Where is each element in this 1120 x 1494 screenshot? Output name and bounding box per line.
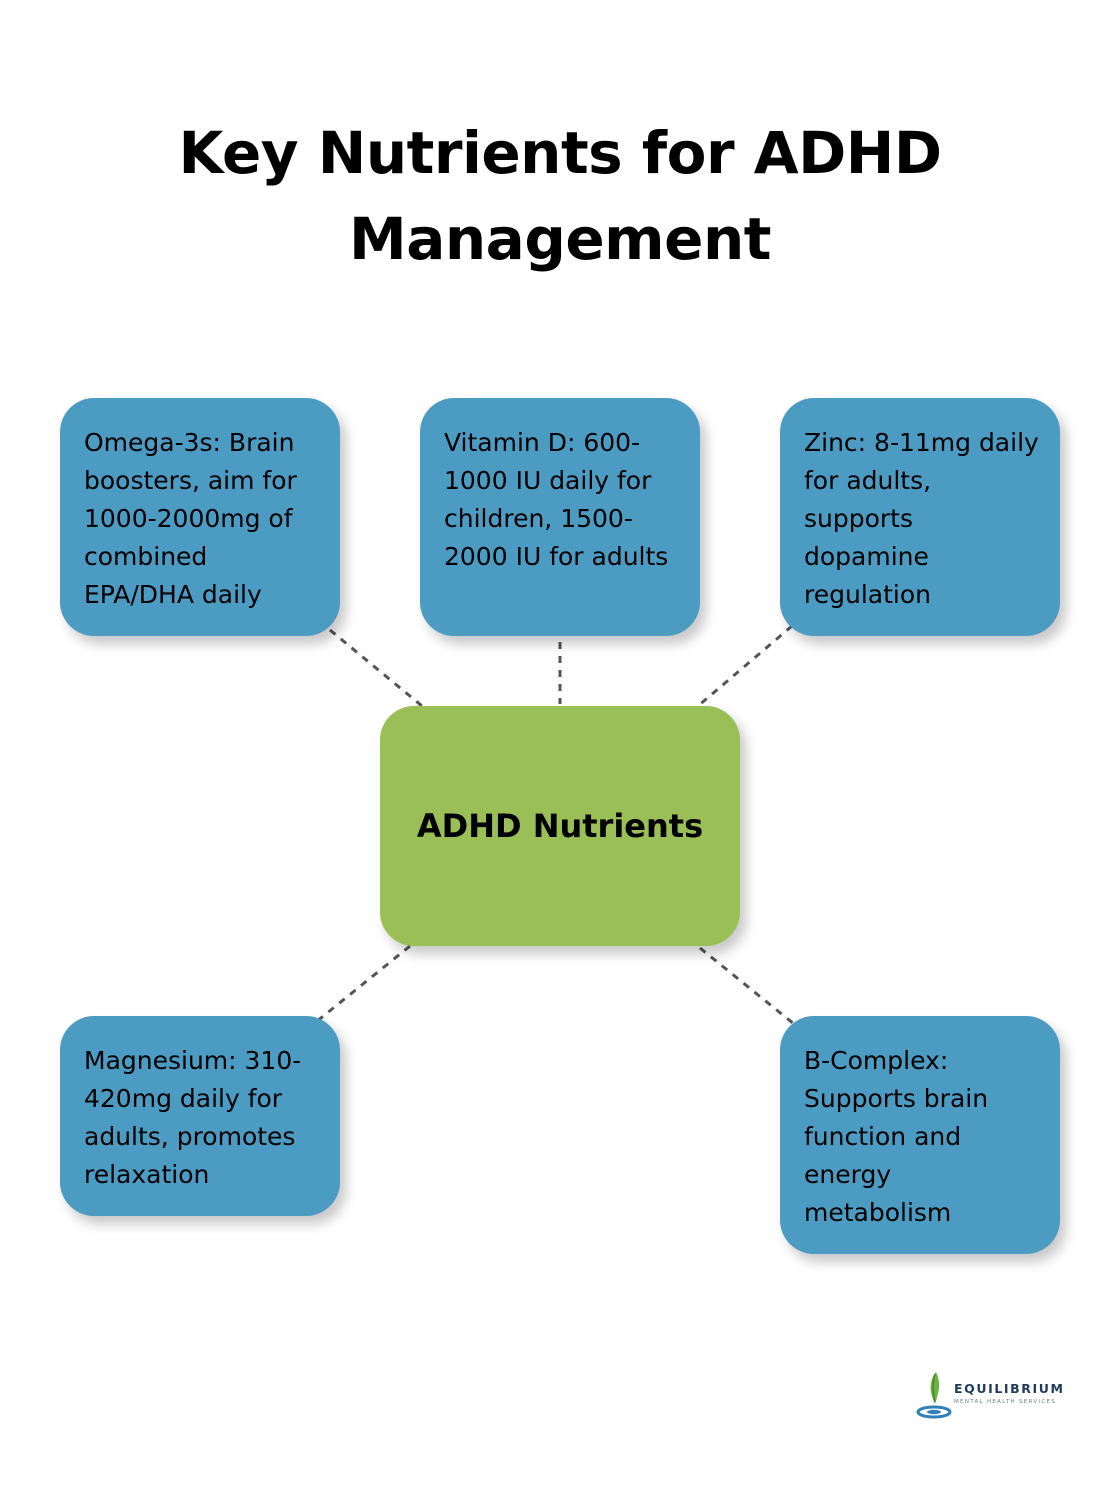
- connector-b-complex: [699, 946, 795, 1026]
- center-node-label: ADHD Nutrients: [416, 807, 704, 845]
- center-node: ADHD Nutrients: [380, 706, 740, 946]
- node-omega-3s-text: Omega-3s: Brain boosters, aim for 1000-2…: [84, 428, 297, 609]
- node-b-complex: B-Complex: Supports brain function and e…: [780, 1016, 1060, 1254]
- node-b-complex-text: B-Complex: Supports brain function and e…: [804, 1046, 989, 1227]
- equilibrium-logo: EQUILIBRIUM MENTAL HEALTH SERVICES: [914, 1368, 1064, 1420]
- logo-tagline: MENTAL HEALTH SERVICES: [954, 1399, 1057, 1405]
- node-zinc: Zinc: 8-11mg daily for adults, supports …: [780, 398, 1060, 636]
- node-magnesium-text: Magnesium: 310-420mg daily for adults, p…: [84, 1046, 302, 1189]
- node-vitamin-d-text: Vitamin D: 600-1000 IU daily for childre…: [444, 428, 669, 571]
- node-magnesium: Magnesium: 310-420mg daily for adults, p…: [60, 1016, 340, 1216]
- title-line-2: Management: [349, 205, 771, 273]
- node-zinc-text: Zinc: 8-11mg daily for adults, supports …: [804, 428, 1039, 609]
- logo-wordmark: EQUILIBRIUM: [954, 1381, 1065, 1396]
- connector-magnesium: [315, 944, 411, 1024]
- logo-emblem-icon: [916, 1372, 952, 1419]
- node-omega-3s: Omega-3s: Brain boosters, aim for 1000-2…: [60, 398, 340, 636]
- connector-zinc: [697, 624, 793, 708]
- page-title: Key Nutrients for ADHD Management: [0, 110, 1120, 282]
- title-line-1: Key Nutrients for ADHD: [178, 119, 942, 187]
- node-vitamin-d: Vitamin D: 600-1000 IU daily for childre…: [420, 398, 700, 636]
- connector-omega: [329, 628, 423, 708]
